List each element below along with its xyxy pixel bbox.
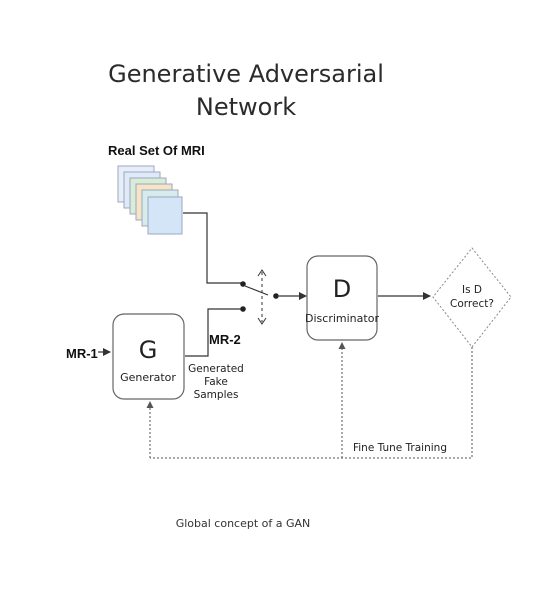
title-line-1: Generative Adversarial bbox=[108, 60, 384, 88]
generator-label: Generator bbox=[120, 371, 176, 384]
mr1-label: MR-1 bbox=[66, 346, 98, 361]
switch-contact-bottom bbox=[240, 306, 246, 312]
discriminator-letter: D bbox=[333, 275, 351, 303]
figure-caption: Global concept of a GAN bbox=[176, 517, 311, 530]
real-data-connector bbox=[183, 212, 241, 284]
feedback-label: Fine Tune Training bbox=[353, 442, 447, 454]
real-set-label: Real Set Of MRI bbox=[108, 143, 205, 158]
mri-slice-6 bbox=[147, 196, 183, 235]
mr2-label: MR-2 bbox=[209, 332, 241, 347]
generated-samples-line-2: Fake bbox=[204, 376, 228, 388]
decision-diamond bbox=[432, 247, 512, 348]
decision-line-1: Is D bbox=[462, 284, 482, 296]
decision-line-2: Correct? bbox=[450, 298, 494, 310]
title-line-2: Network bbox=[196, 93, 296, 121]
generated-samples-line-3: Samples bbox=[194, 389, 239, 401]
discriminator-box bbox=[306, 255, 378, 341]
mri-image-stack bbox=[117, 165, 183, 235]
feedback-loop-line bbox=[150, 347, 473, 459]
discriminator-label: Discriminator bbox=[305, 312, 379, 325]
generator-letter: G bbox=[139, 336, 158, 364]
switch-contact-top bbox=[240, 281, 246, 287]
generated-samples-line-1: Generated bbox=[188, 363, 244, 375]
generator-box bbox=[112, 313, 185, 400]
input-switch bbox=[244, 269, 279, 325]
generator-output-connector bbox=[185, 308, 241, 357]
